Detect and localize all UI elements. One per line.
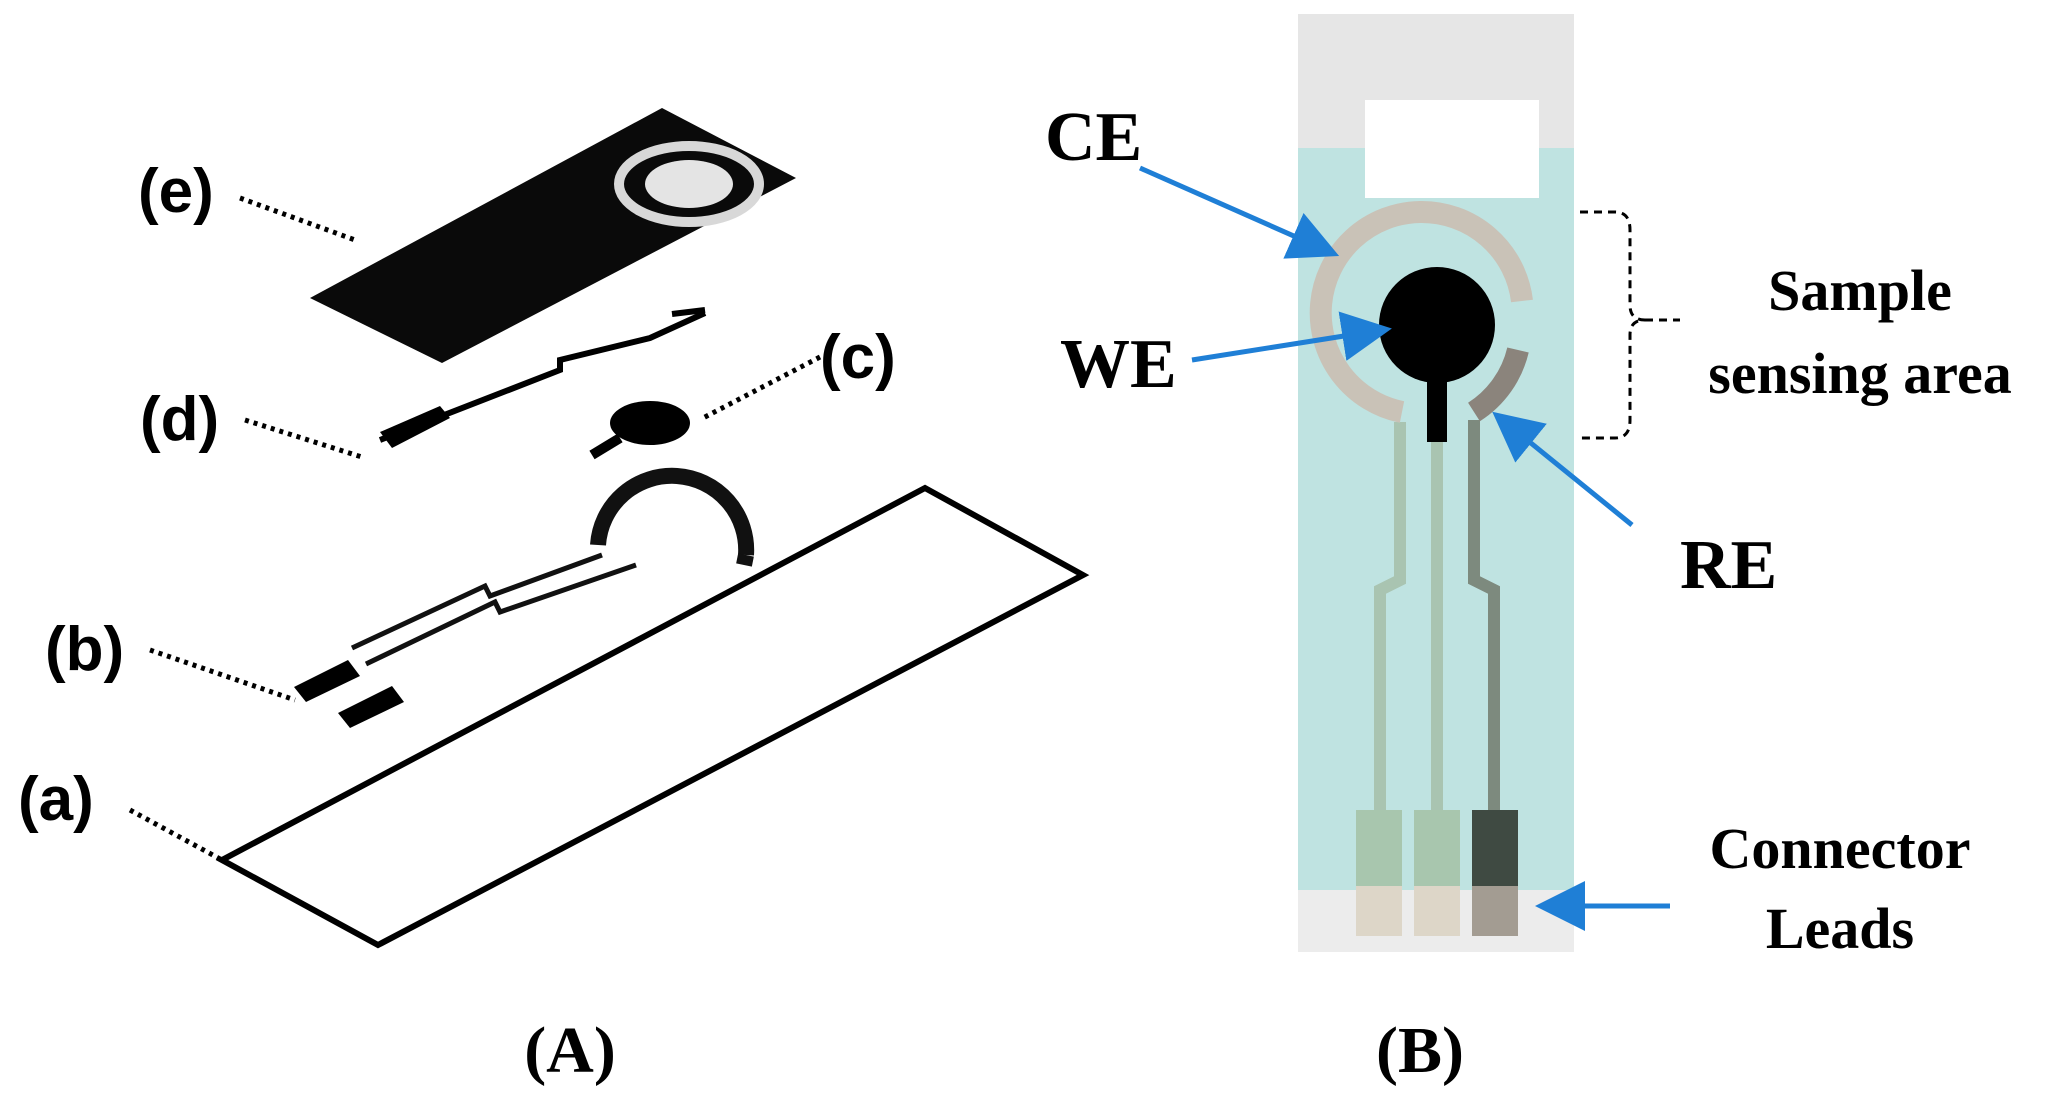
label-re: RE bbox=[1680, 527, 1777, 604]
leader-lines-a bbox=[128, 195, 822, 863]
layer-a-substrate bbox=[215, 484, 1090, 949]
layer-e-insulation bbox=[310, 108, 796, 363]
layer-label-c: (c) bbox=[820, 323, 896, 392]
label-ce: CE bbox=[1045, 99, 1142, 176]
reference-electrode bbox=[1467, 347, 1529, 422]
layer-d-lead bbox=[378, 307, 707, 448]
connector-pads bbox=[1356, 810, 1518, 936]
layer-label-d: (d) bbox=[140, 385, 219, 454]
panel-b-caption: (B) bbox=[1376, 1014, 1464, 1087]
annotation-arrows bbox=[1138, 165, 1670, 931]
layer-b-tracks bbox=[294, 467, 755, 728]
counter-electrode bbox=[1309, 200, 1533, 423]
panel-b: CE WE RE Sample sensing area Connector L… bbox=[1045, 14, 2012, 1087]
arrow-re bbox=[1492, 411, 1634, 527]
label-connector-line1: Connector bbox=[1710, 816, 1971, 881]
label-we: WE bbox=[1060, 326, 1177, 403]
layer-label-a: (a) bbox=[18, 765, 94, 834]
arrow-we bbox=[1191, 311, 1392, 363]
label-connector-line2: Leads bbox=[1766, 896, 1914, 961]
sensing-area-bracket bbox=[1580, 210, 1680, 440]
arrow-ce bbox=[1138, 165, 1340, 259]
layer-label-e: (e) bbox=[138, 157, 214, 226]
layer-label-b: (b) bbox=[45, 615, 124, 684]
layer-c-working-electrode bbox=[589, 401, 690, 460]
panel-a-caption: (A) bbox=[524, 1014, 616, 1087]
panel-a: (e) (d) (c) (b) (a) (A) bbox=[18, 108, 1090, 1087]
electrode-traces bbox=[1374, 420, 1500, 815]
label-sample-line2: sensing area bbox=[1708, 341, 2011, 406]
label-sample-line1: Sample bbox=[1768, 258, 1952, 323]
working-electrode bbox=[1379, 267, 1495, 442]
